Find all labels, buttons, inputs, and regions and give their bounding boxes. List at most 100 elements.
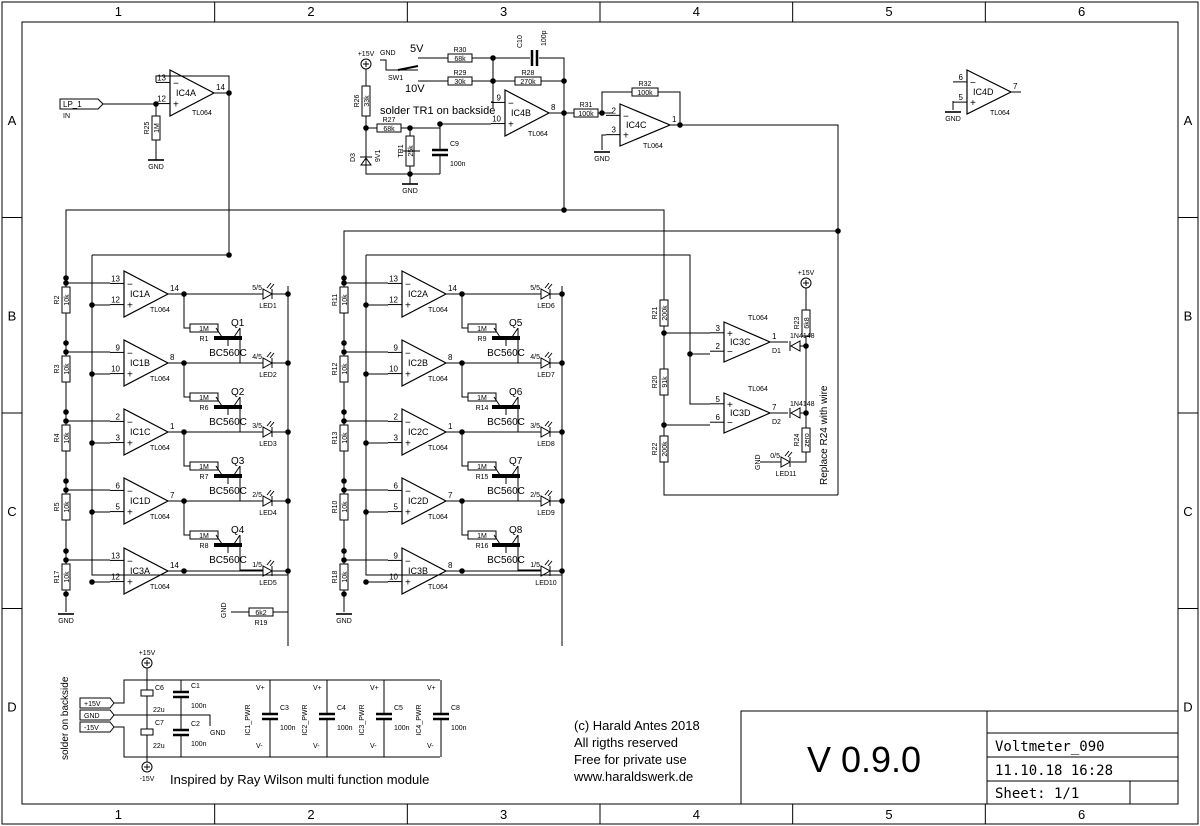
led-arrow: [544, 351, 550, 358]
zener-d3: [360, 157, 372, 166]
junction: [63, 487, 69, 493]
pin-number: 10: [389, 573, 398, 582]
row-label: D: [7, 699, 16, 714]
resistor-ref: R3: [54, 364, 61, 373]
resistor-body: [339, 493, 349, 521]
pin-number: 13: [389, 274, 398, 283]
resistor-ref: R15: [476, 474, 489, 481]
supply-circle: [141, 761, 153, 773]
pin-sign: −: [405, 348, 411, 359]
pin-sign: −: [127, 348, 133, 359]
power-port: [79, 721, 115, 733]
pin-number: 12: [389, 296, 398, 305]
pin-number: 9: [394, 343, 399, 352]
junction: [89, 579, 95, 585]
resistor-ref: R21: [652, 306, 659, 319]
wire: [366, 254, 691, 354]
led-ref: LED9: [537, 510, 555, 517]
opamp-body: [169, 69, 216, 117]
wire: [155, 75, 230, 93]
led-arrow: [269, 352, 275, 359]
pwr-label: IC2_PWR: [302, 704, 309, 735]
resistor-body: [467, 392, 497, 402]
wire: [791, 452, 807, 463]
pin-sign: +: [405, 301, 411, 312]
pin-number: 14: [448, 284, 457, 293]
junction: [89, 440, 95, 446]
label: GND: [221, 602, 228, 618]
pin-number: 12: [111, 296, 120, 305]
led-value: 3/5: [530, 423, 540, 430]
input-port: [59, 98, 104, 110]
led-value: 5/5: [530, 285, 540, 292]
wire: [601, 134, 606, 150]
supply-label: +15V: [798, 270, 815, 277]
led-body: [540, 288, 552, 300]
opamp-name: IC2B: [408, 358, 428, 368]
opamp-body: [401, 477, 448, 525]
resistor-body: [61, 424, 71, 452]
opamp-name: IC3D: [730, 408, 751, 418]
led-body: [540, 357, 552, 369]
opamp-name: IC1A: [130, 289, 150, 299]
label: D2: [772, 419, 781, 426]
pin-number: 7: [448, 491, 453, 500]
resistor-value: 1M: [199, 395, 209, 402]
resistor-ref: R24: [794, 433, 801, 446]
led-value: 2/5: [530, 492, 540, 499]
ground-label: GND: [594, 156, 610, 163]
resistor-body: [189, 461, 219, 471]
wire: [539, 57, 565, 210]
wire: [601, 91, 632, 113]
cap-value: 100n: [394, 725, 410, 732]
label: solder on backside: [60, 676, 71, 760]
led-body: [262, 495, 274, 507]
opamp-name: IC2A: [408, 289, 428, 299]
resistor-value: 200k: [662, 305, 669, 321]
led-body: [780, 456, 792, 468]
opamp-name: IC3C: [730, 337, 751, 347]
wire: [114, 668, 148, 704]
led-value: 0/5: [770, 453, 780, 460]
supply-symbol: [141, 761, 153, 773]
resistor-body: [514, 76, 542, 86]
pin-number: 8: [448, 353, 453, 362]
pin-number: 5: [959, 93, 964, 102]
junction: [341, 340, 347, 346]
resistor-body: [467, 323, 497, 333]
led-arrow: [544, 282, 550, 289]
label: GND: [755, 454, 762, 470]
resistor-ref: R30: [454, 47, 467, 54]
pin-number: 9: [497, 93, 502, 102]
resistor-ref: R7: [200, 474, 209, 481]
pin-number: 3: [394, 434, 399, 443]
label: 1N4148: [790, 401, 815, 408]
resistor-ref: R6: [200, 405, 209, 412]
led-arrow: [544, 559, 550, 566]
pin-number: 9: [394, 551, 399, 560]
opamp-body: [619, 103, 672, 147]
opamp-name: IC2C: [408, 427, 429, 437]
cap-value: 100n: [280, 725, 296, 732]
junction: [285, 429, 291, 435]
junction: [226, 252, 232, 258]
resistor-ref: R29: [454, 70, 467, 77]
credit-line: (c) Harald Antes 2018: [574, 718, 700, 733]
led-ref: LED3: [259, 441, 277, 448]
opamp-body: [401, 339, 448, 387]
column-label: 2: [307, 4, 314, 19]
junction: [341, 349, 347, 355]
pin-sign: +: [127, 370, 133, 381]
led-arrow: [266, 420, 272, 427]
